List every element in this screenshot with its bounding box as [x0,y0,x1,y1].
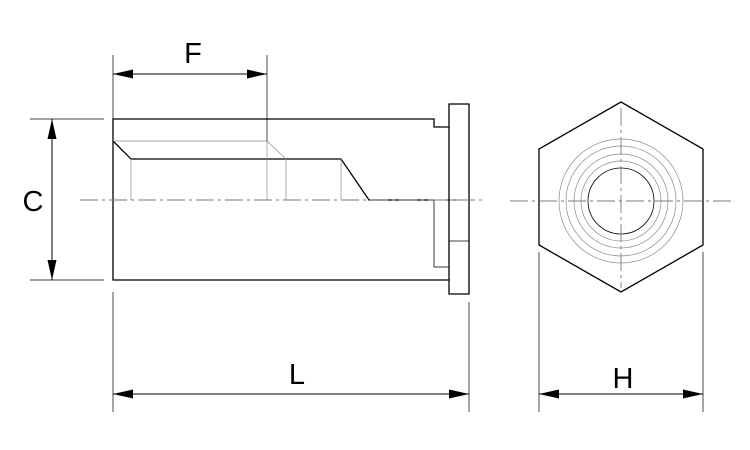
f-arrow-left [113,69,133,79]
f-arrow-right [247,69,267,79]
c-arrow-top [47,119,57,139]
cavity-outline [112,140,434,201]
h-arrow-right [683,389,703,399]
dimension-label-f: F [184,38,202,70]
hex-outline [538,101,704,293]
c-arrow-bottom [47,260,57,280]
dimension-label-l: L [289,359,305,391]
dimension-f: F [112,38,268,141]
side-view [80,103,485,295]
dimension-label-h: H [613,363,634,395]
dimension-l: L [112,292,470,412]
l-arrow-left [113,389,133,399]
dimension-h: H [538,252,704,412]
h-arrow-left [539,389,559,399]
dimension-label-c: C [23,186,44,218]
cavity-chamfer-diag [266,140,287,160]
body-outline [112,103,470,295]
dimension-c: C [23,118,104,281]
l-arrow-right [449,389,469,399]
end-view [510,101,735,293]
